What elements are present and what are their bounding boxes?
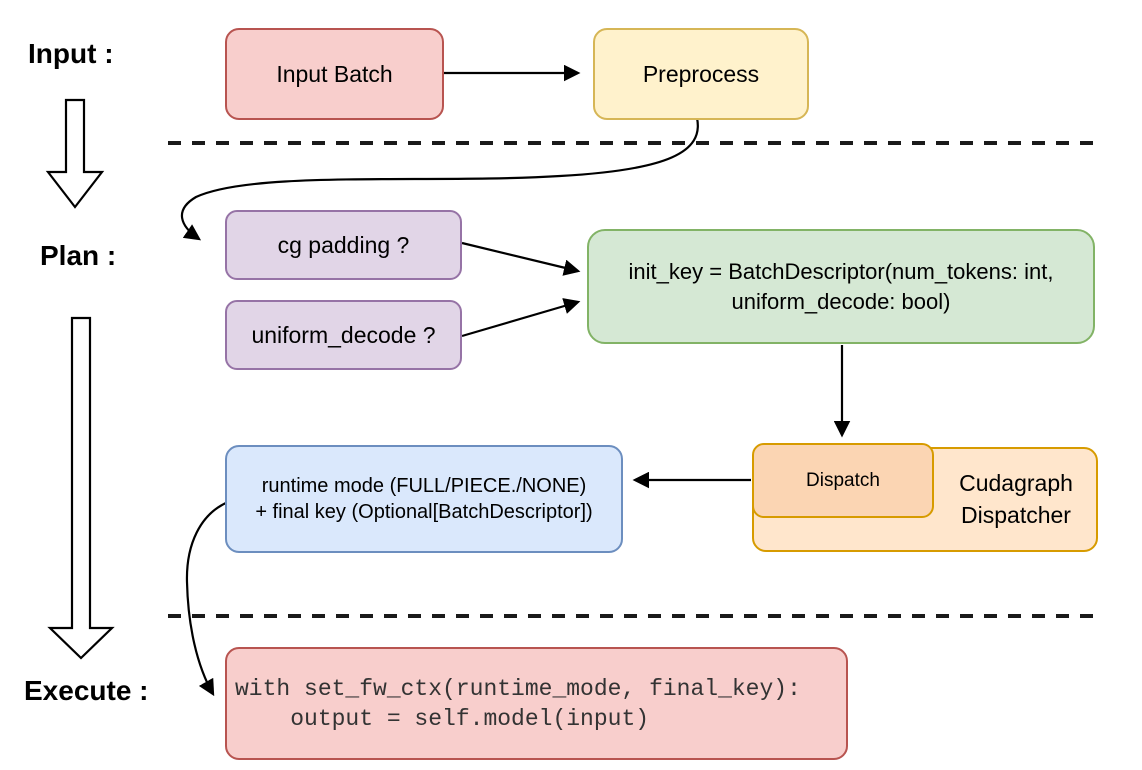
node-cg-padding-label: cg padding ? (277, 231, 410, 258)
node-dispatch-label: Dispatch (806, 469, 880, 491)
node-cg-padding: cg padding ? (225, 210, 462, 280)
cudagraph-label-line2: Dispatcher (961, 501, 1071, 528)
node-init-key-line1: init_key = BatchDescriptor(num_tokens: i… (628, 259, 1054, 285)
plan-to-execute-arrow-icon (47, 316, 115, 660)
execute-code-line2: output = self.model(input) (235, 705, 650, 732)
node-runtime-result-line1: runtime mode (FULL/PIECE./NONE) (261, 474, 587, 497)
arrow-preprocess-to-cg-padding (180, 117, 699, 241)
node-init-key-line2: uniform_decode: bool) (731, 288, 951, 314)
node-uniform-decode-label: uniform_decode ? (251, 321, 436, 348)
input-to-plan-arrow-icon (45, 98, 105, 209)
stage-label-plan: Plan : (40, 240, 117, 271)
node-input-batch-label: Input Batch (276, 60, 393, 87)
node-input-batch: Input Batch (225, 28, 444, 120)
node-execute-code: with set_fw_ctx(runtime_mode, final_key)… (225, 647, 848, 760)
arrow-runtime-result-to-execute-code (185, 500, 229, 697)
node-dispatch: Dispatch (752, 443, 934, 518)
execute-code-line1: with set_fw_ctx(runtime_mode, final_key)… (235, 675, 801, 702)
node-cudagraph-dispatcher-label: Cudagraph Dispatcher (935, 447, 1097, 552)
arrow-cg-padding-to-init-key (461, 241, 581, 276)
cudagraph-label-line1: Cudagraph (959, 470, 1073, 497)
stage-label-execute: Execute : (24, 675, 149, 706)
arrow-uniform-decode-to-init-key (461, 298, 581, 338)
node-preprocess-label: Preprocess (642, 60, 760, 87)
node-runtime-result-line2: + final key (Optional[BatchDescriptor]) (255, 501, 593, 523)
node-runtime-result: runtime mode (FULL/PIECE./NONE) + final … (225, 445, 623, 553)
node-uniform-decode: uniform_decode ? (225, 300, 462, 370)
stage-label-input: Input : (28, 38, 114, 69)
node-init-key: init_key = BatchDescriptor(num_tokens: i… (587, 229, 1095, 344)
node-preprocess: Preprocess (593, 28, 809, 120)
